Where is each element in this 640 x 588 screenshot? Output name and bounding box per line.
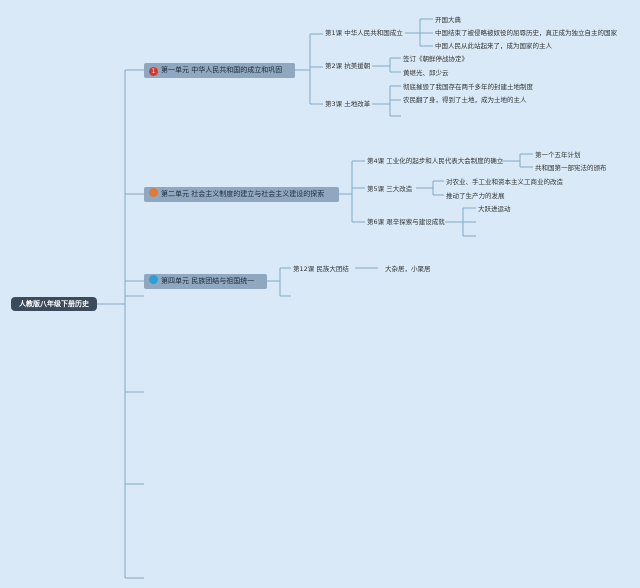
lesson-1-label[interactable]: 第1课 中华人民共和国成立 [325, 29, 403, 37]
lesson-5-point-2[interactable]: 推动了生产力的发展 [446, 192, 505, 200]
unit-2-priority-icon [149, 188, 158, 197]
lesson-1-point-1[interactable]: 开国大典 [435, 16, 461, 24]
root-node[interactable]: 人教版八年级下册历史 [11, 297, 97, 311]
lesson-12-label[interactable]: 第12课 民族大团结 [293, 265, 349, 273]
lesson-3-label[interactable]: 第3课 土地改革 [325, 100, 371, 108]
lesson-4-point-2[interactable]: 共和国第一部宪法的颁布 [535, 164, 607, 172]
unit-1-label: 第一单元 中华人民共和国的成立和巩固 [161, 66, 283, 74]
lesson-1-point-2[interactable]: 中国结束了被侵略被奴役的屈辱历史，真正成为独立自主的国家 [435, 29, 617, 37]
unit-4-label: 第四单元 民族团结与祖国统一 [161, 277, 255, 285]
lesson-2-point-1[interactable]: 签订《朝鲜停战协定》 [403, 55, 468, 63]
lesson-12-point-1[interactable]: 大杂居，小聚居 [385, 265, 431, 273]
lesson-2-point-2[interactable]: 黄继光、邱少云 [403, 69, 449, 77]
lesson-4-label[interactable]: 第4课 工业化的起步和人民代表大会制度的确立 [367, 157, 504, 165]
lesson-3-point-1[interactable]: 彻底摧毁了我国存在两千多年的封建土地制度 [403, 83, 533, 91]
lesson-4-point-1[interactable]: 第一个五年计划 [535, 151, 581, 159]
lesson-6-point-1[interactable]: 大跃进运动 [478, 205, 511, 213]
lesson-5-point-1[interactable]: 对农业、手工业和资本主义工商业的改造 [446, 178, 563, 186]
unit-2-label: 第二单元 社会主义制度的建立与社会主义建设的探索 [161, 190, 325, 198]
lesson-3-point-2[interactable]: 农民翻了身，得到了土地，成为土地的主人 [403, 96, 527, 104]
unit-4-priority-icon [149, 275, 158, 284]
unit-1-priority-icon: 1 [149, 67, 158, 76]
unit-4-node[interactable]: 第四单元 民族团结与祖国统一 [144, 274, 267, 289]
lesson-2-label[interactable]: 第2课 抗美援朝 [325, 62, 371, 70]
lesson-6-label[interactable]: 第6课 艰辛探索与建设成就 [367, 218, 445, 226]
lesson-5-label[interactable]: 第5课 三大改造 [367, 185, 413, 193]
lesson-1-point-3[interactable]: 中国人民从此站起来了，成为国家的主人 [435, 42, 552, 50]
unit-2-node[interactable]: 第二单元 社会主义制度的建立与社会主义建设的探索 [144, 187, 339, 202]
